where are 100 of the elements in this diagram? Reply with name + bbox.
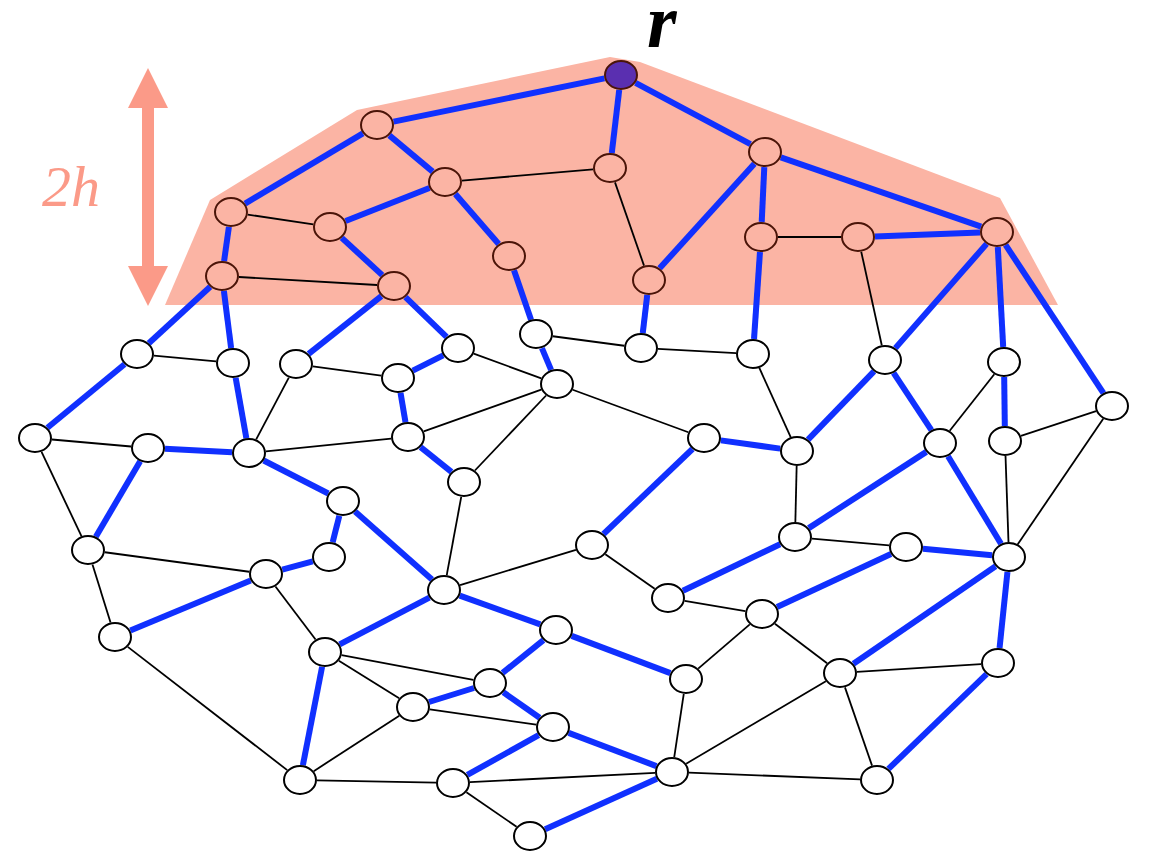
- graph-edge: [428, 708, 538, 726]
- graph-edge: [306, 293, 384, 357]
- graph-edge: [311, 365, 383, 377]
- dimension-label: 2h: [42, 158, 100, 216]
- vertex-circle: [119, 338, 154, 369]
- graph-edge: [893, 241, 989, 351]
- graph-edge: [246, 213, 315, 226]
- vertex-circle: [426, 574, 461, 605]
- graph-edge: [232, 377, 250, 439]
- graph-edge: [608, 89, 623, 154]
- graph-edge: [403, 294, 449, 340]
- graph-edge: [103, 551, 251, 573]
- vertex-circle: [435, 767, 470, 798]
- vertex-circle: [686, 422, 721, 453]
- graph-edge: [777, 236, 842, 238]
- graph-edge: [720, 437, 781, 452]
- vertex-circle: [282, 764, 317, 795]
- vertex-circle: [744, 598, 779, 629]
- graph-edge: [221, 226, 232, 262]
- graph-edge: [459, 549, 577, 586]
- graph-edge: [164, 445, 233, 456]
- graph-edge: [1003, 243, 1106, 395]
- graph-edge: [996, 571, 1011, 649]
- vertex-circle: [248, 558, 283, 589]
- graph-edge: [774, 622, 828, 665]
- graph-edge: [683, 599, 747, 613]
- graph-edge: [681, 541, 782, 594]
- vertex-circle: [278, 348, 313, 379]
- graph-edge: [299, 666, 326, 766]
- graph-edge: [45, 361, 127, 431]
- graph-edge: [344, 185, 431, 224]
- vertex-circle: [668, 663, 703, 694]
- graph-edge: [465, 791, 518, 828]
- graph-edge: [539, 346, 554, 372]
- graph-edge: [93, 459, 143, 539]
- graph-edge: [418, 444, 454, 475]
- graph-edge: [238, 276, 378, 286]
- graph-edge: [337, 659, 401, 700]
- graph-edge: [685, 680, 827, 765]
- vertex-circle: [574, 529, 609, 560]
- graph-edge: [639, 294, 651, 334]
- graph-edge: [860, 250, 883, 347]
- vertex-circle: [650, 582, 685, 613]
- graph-edge: [604, 553, 656, 590]
- graph-edge: [758, 166, 768, 223]
- graph-edge: [794, 465, 798, 523]
- graph-edge: [851, 563, 998, 667]
- graph-edge: [422, 388, 543, 433]
- vertex-circle: [538, 614, 573, 645]
- graph-edge: [243, 130, 365, 207]
- vertex-circle: [390, 421, 425, 452]
- graph-edge: [51, 438, 132, 448]
- graph-edge: [472, 352, 543, 380]
- graph-edge: [567, 730, 658, 769]
- graph-edge: [126, 646, 289, 771]
- vertex-circle: [70, 534, 105, 565]
- graph-edge: [40, 450, 83, 538]
- graph-edge: [339, 235, 385, 278]
- graph-edge: [387, 133, 435, 174]
- graph-edge: [338, 594, 431, 648]
- graph-edge: [688, 771, 861, 781]
- graph-edge: [891, 371, 934, 432]
- graph-edge: [1004, 455, 1010, 543]
- graph-edge: [697, 623, 751, 670]
- graph-edge: [397, 392, 409, 423]
- graph-edge: [543, 776, 659, 832]
- vertex-circle: [991, 541, 1026, 572]
- graph-edge: [945, 454, 1004, 546]
- vertex-circle: [215, 347, 250, 378]
- graph-edge: [220, 290, 235, 349]
- vertex-circle: [986, 346, 1021, 377]
- graph-edge: [129, 577, 252, 634]
- vertex-circle: [987, 425, 1022, 456]
- vertex-circle: [446, 466, 481, 497]
- graph-edge: [922, 545, 993, 559]
- vertex-circle: [325, 485, 360, 516]
- graph-edge: [392, 75, 606, 125]
- vertex-circle: [654, 756, 689, 787]
- graph-edge: [807, 449, 928, 531]
- vertex-circle: [859, 764, 894, 795]
- vertex-circle: [888, 531, 923, 562]
- graph-edge: [281, 558, 314, 573]
- graph-edge: [265, 437, 392, 453]
- graph-edge: [673, 692, 685, 759]
- vertex-circle: [735, 338, 770, 369]
- graph-edge: [751, 251, 763, 340]
- graph-edge: [657, 348, 737, 354]
- vertex-circle: [777, 521, 812, 552]
- graph-edge: [805, 369, 877, 442]
- vertex-circle: [535, 711, 570, 742]
- vertex-circle: [472, 667, 507, 698]
- vertex-circle: [440, 332, 475, 363]
- graph-edge: [340, 654, 475, 681]
- graph-edge: [353, 509, 434, 582]
- graph-edge: [453, 191, 501, 247]
- graph-edge: [994, 246, 1007, 348]
- graph-edge: [1001, 376, 1008, 427]
- vertex-circle: [822, 657, 857, 688]
- shaded-band: [165, 57, 1058, 305]
- graph-edge: [657, 161, 757, 271]
